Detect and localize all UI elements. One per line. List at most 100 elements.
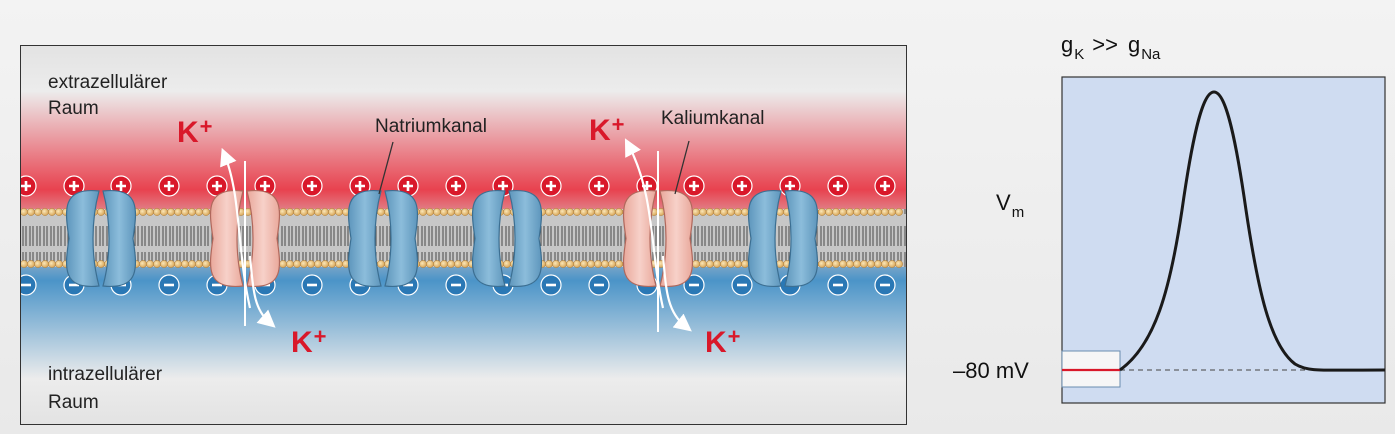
phospholipid-head-upper (41, 208, 49, 216)
potassium-ion-label-bottom-left: K+ (291, 324, 327, 359)
sodium-channel (747, 190, 819, 287)
phospholipid-head-upper (839, 208, 847, 216)
phospholipid-head-lower (846, 260, 854, 268)
phospholipid-head-upper (601, 208, 609, 216)
plus-sign-icon (833, 181, 843, 191)
sodium-channel-label: Natriumkanal (375, 116, 487, 137)
phospholipid-head-lower (601, 260, 609, 268)
phospholipid-head-lower (440, 260, 448, 268)
phospholipid-head-upper (307, 208, 315, 216)
ion-channels (65, 190, 819, 287)
plus-sign-icon (498, 181, 508, 191)
plus-sign-icon (737, 181, 747, 191)
potassium-ion-label-top-right: K+ (589, 112, 625, 147)
phospholipid-head-upper (734, 208, 742, 216)
phospholipid-head-lower (559, 260, 567, 268)
phospholipid-head-upper (433, 208, 441, 216)
phospholipid-head-lower (321, 260, 329, 268)
phospholipid-head-lower (146, 260, 154, 268)
phospholipid-head-upper (286, 208, 294, 216)
plus-sign-icon (546, 181, 556, 191)
sodium-channel (65, 190, 137, 287)
phospholipid-head-upper (853, 208, 861, 216)
phospholipid-head-upper (594, 208, 602, 216)
plus-sign-icon (403, 181, 413, 191)
phospholipid-head-upper (699, 208, 707, 216)
phospholipid-head-lower (580, 260, 588, 268)
phospholipid-head-lower (335, 260, 343, 268)
phospholipid-head-upper (335, 208, 343, 216)
membrane-potential-graph: gK>>gNa Vm –80 mV (940, 0, 1390, 434)
phospholipid-head-lower (461, 260, 469, 268)
phospholipid-head-upper (727, 208, 735, 216)
phospholipid-head-lower (615, 260, 623, 268)
phospholipid-head-lower (279, 260, 287, 268)
phospholipid-head-upper (202, 208, 210, 216)
phospholipid-head-upper (34, 208, 42, 216)
phospholipid-head-lower (552, 260, 560, 268)
potassium-channel-pointer (674, 140, 690, 195)
phospholipid-head-lower (160, 260, 168, 268)
phospholipid-head-lower (293, 260, 301, 268)
phospholipid-head-lower (202, 260, 210, 268)
phospholipid-head-lower (188, 260, 196, 268)
phospholipid-head-lower (503, 260, 511, 268)
phospholipid-head-upper (580, 208, 588, 216)
phospholipid-head-lower (713, 260, 721, 268)
phospholipid-head-lower (97, 260, 105, 268)
phospholipid-head-lower (734, 260, 742, 268)
phospholipid-head-upper (545, 208, 553, 216)
sodium-channel (347, 190, 419, 287)
phospholipid-head-upper (692, 208, 700, 216)
phospholipid-head-upper (552, 208, 560, 216)
phospholipid-head-lower (860, 260, 868, 268)
phospholipid-head-upper (881, 208, 889, 216)
plus-sign-icon (689, 181, 699, 191)
plot-area (1061, 76, 1386, 404)
phospholipid-head-lower (139, 260, 147, 268)
phospholipid-head-lower (181, 260, 189, 268)
potassium-ion-label-bottom-right: K+ (705, 324, 741, 359)
phospholipid-head-lower (314, 260, 322, 268)
phospholipid-head-upper (559, 208, 567, 216)
plus-sign-icon (594, 181, 604, 191)
phospholipid-head-lower (419, 260, 427, 268)
phospholipid-head-lower (48, 260, 56, 268)
membrane-diagram: extrazellulärer Raum intrazellulärer Rau… (20, 45, 907, 425)
phospholipid-head-lower (566, 260, 574, 268)
phospholipid-head-upper (174, 208, 182, 216)
phospholipid-head-upper (447, 208, 455, 216)
extracellular-label-line2: Raum (48, 98, 99, 119)
phospholipid-head-upper (860, 208, 868, 216)
potassium-channel (209, 190, 281, 287)
potassium-flux-arrows (220, 138, 692, 332)
phospholipid-head-upper (314, 208, 322, 216)
phospholipid-head-lower (433, 260, 441, 268)
phospholipid-head-lower (867, 260, 875, 268)
resting-potential-label: –80 mV (953, 358, 1029, 383)
phospholipid-head-lower (195, 260, 203, 268)
plus-sign-icon (116, 181, 126, 191)
phospholipid-head-lower (825, 260, 833, 268)
phospholipid-head-upper (146, 208, 154, 216)
phospholipid-head-lower (594, 260, 602, 268)
phospholipid-head-lower (328, 260, 336, 268)
phospholipid-head-upper (832, 208, 840, 216)
plus-sign-icon (785, 181, 795, 191)
phospholipid-head-lower (153, 260, 161, 268)
extracellular-label-line1: extrazellulärer (48, 72, 168, 93)
phospholipid-head-lower (21, 260, 28, 268)
phospholipid-head-lower (300, 260, 308, 268)
graph-plot (1061, 76, 1386, 404)
phospholipid-head-lower (699, 260, 707, 268)
phospholipid-head-lower (727, 260, 735, 268)
phospholipid-head-lower (874, 260, 882, 268)
phospholipid-head-upper (720, 208, 728, 216)
phospholipid-head-upper (713, 208, 721, 216)
phospholipid-head-upper (328, 208, 336, 216)
phospholipid-head-upper (440, 208, 448, 216)
phospholipid-head-lower (55, 260, 63, 268)
plus-sign-icon (307, 181, 317, 191)
phospholipid-head-upper (48, 208, 56, 216)
phospholipid-head-upper (825, 208, 833, 216)
